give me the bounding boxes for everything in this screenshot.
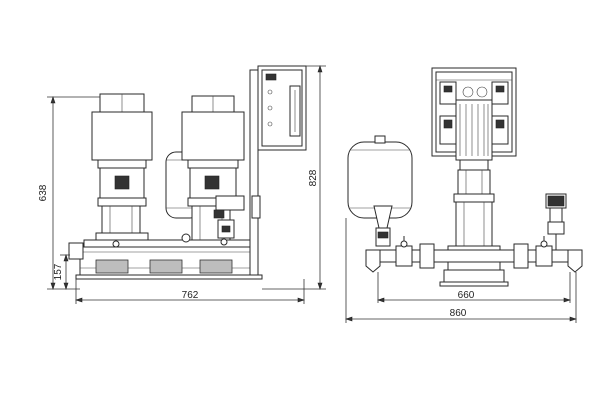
dim-overall-height-side: 638	[38, 96, 100, 290]
dim-panel-height-side: 828	[262, 65, 326, 290]
manifold-front	[365, 236, 583, 273]
pressure-tank-front	[347, 135, 413, 247]
dim-inner-width-front: 660	[377, 272, 571, 303]
dim-overall-width-front: 860	[345, 218, 577, 323]
pressure-switch-side	[213, 195, 245, 239]
motor-front	[455, 99, 493, 171]
dim-label-762: 762	[182, 290, 199, 301]
pressure-switch-front	[545, 193, 567, 250]
pump-1	[91, 93, 153, 248]
dim-base-height-side: 157	[53, 254, 70, 290]
control-cabinet-side	[249, 65, 307, 276]
base-frame	[68, 242, 263, 280]
dim-label-157: 157	[53, 263, 64, 280]
dim-label-860: 860	[450, 308, 467, 319]
side-view: 638 157 762 828	[38, 65, 326, 304]
dim-label-828: 828	[308, 169, 319, 186]
dim-label-638: 638	[38, 184, 49, 201]
front-view: 660 860	[345, 67, 583, 323]
pump-2	[181, 95, 245, 246]
pump-column-front	[439, 169, 509, 287]
dim-label-660: 660	[458, 290, 475, 301]
dim-overall-width-side: 762	[75, 279, 305, 304]
manifold-pipe	[83, 239, 255, 248]
